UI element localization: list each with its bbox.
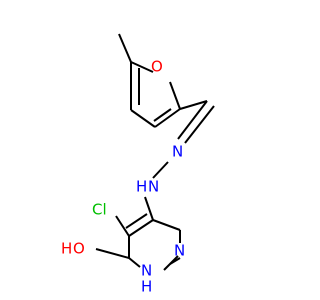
bond-c3-chlorine: [115, 215, 130, 237]
atom-ring-nitrogen-top: N: [174, 242, 185, 260]
atom-imine-nitrogen: N: [172, 143, 183, 161]
bond-nh-c4: [144, 196, 154, 221]
bond-o1-c2: [169, 81, 181, 110]
atom-chlorine: Cl: [92, 201, 107, 219]
bond-imine-double: [177, 100, 208, 140]
bond-c2-c3-double-inner: [153, 108, 172, 122]
bond-c5-o1: [130, 61, 154, 73]
bond-c3-c4: [130, 109, 156, 128]
bond-c4-c3-double-inner: [125, 213, 148, 229]
atom-hydroxyl-hydrogen: H: [61, 240, 72, 258]
bond-c4-c3-double: [128, 219, 154, 237]
molecule-structure-diagram: O N H N Cl N N H H O: [61, 33, 215, 296]
bond-c2-hydroxyl: [95, 248, 130, 259]
bond-n2-n1: [163, 255, 179, 271]
atom-furan-oxygen: O: [151, 58, 163, 76]
atom-hydroxyl-oxygen: O: [73, 240, 85, 258]
bond-c2-c3-double: [154, 108, 181, 128]
bond-c2-imine-carbon: [179, 100, 208, 110]
bond-c4-c5: [152, 219, 181, 231]
structure-svg: O N H N Cl N N H H O: [61, 33, 215, 296]
atom-hydrazine-hydrogen: H: [136, 178, 147, 196]
bond-methyl-c5: [118, 33, 132, 63]
bond-n-n: [152, 161, 169, 179]
atom-ring-nh-hydrogen: H: [141, 278, 152, 296]
atom-ring-nitrogen: N: [141, 262, 152, 280]
bond-c2-n2: [128, 257, 141, 268]
atom-hydrazine-nitrogen: N: [148, 178, 159, 196]
bond-imine-double-inner: [184, 105, 215, 144]
